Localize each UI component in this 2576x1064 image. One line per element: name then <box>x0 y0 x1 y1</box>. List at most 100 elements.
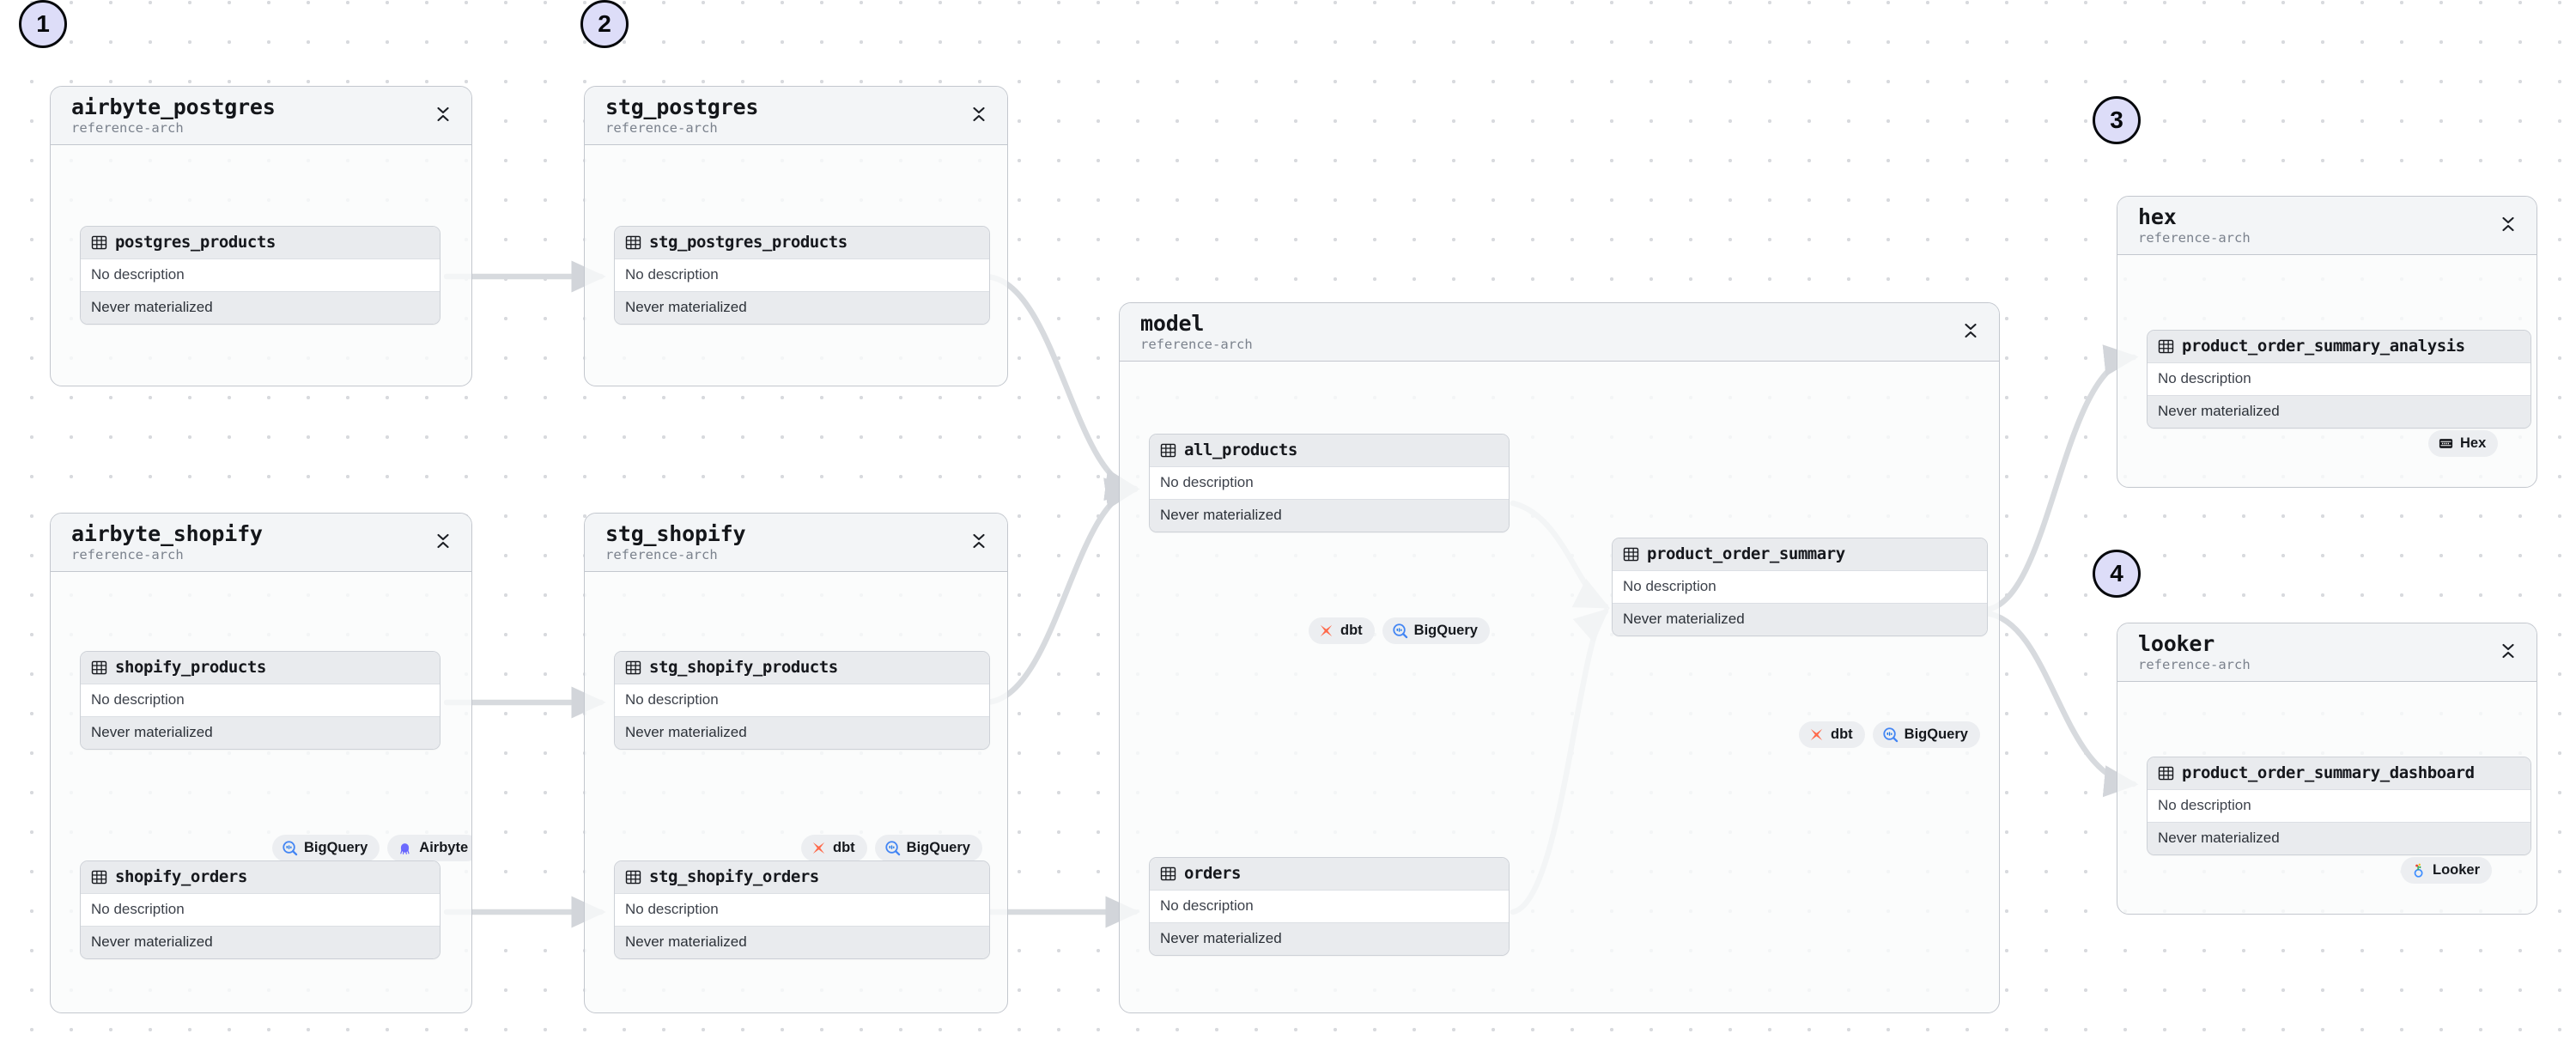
badge-label: BigQuery <box>1413 623 1478 638</box>
integration-badges-product_order_summary_analysis: Hex <box>2428 430 2499 457</box>
asset-header: shopify_products <box>81 652 440 684</box>
group-title: airbyte_shopify <box>71 521 263 546</box>
table-grid-icon <box>625 660 641 676</box>
asset-header: postgres_products <box>81 227 440 259</box>
badge-bigquery[interactable]: BigQuery <box>1382 617 1490 644</box>
badge-label: dbt <box>1831 727 1853 742</box>
collapse-chevrons-icon[interactable] <box>434 103 453 125</box>
table-grid-icon <box>91 234 107 251</box>
dbt-icon <box>1318 623 1334 639</box>
badge-looker[interactable]: Looker <box>2401 857 2493 884</box>
badge-label: Hex <box>2460 435 2487 451</box>
asset-name: product_order_summary_analysis <box>2182 337 2465 356</box>
asset-description: No description <box>615 894 989 926</box>
badge-dbt[interactable]: dbt <box>1799 721 1865 748</box>
asset-header: stg_shopify_products <box>615 652 989 684</box>
asset-header: orders <box>1150 858 1509 891</box>
asset-description: No description <box>81 894 440 926</box>
group-subtitle: reference-arch <box>605 547 718 563</box>
table-grid-icon <box>2158 338 2174 355</box>
asset-description: No description <box>1150 467 1509 499</box>
group-title: stg_postgres <box>605 94 759 119</box>
bigquery-icon <box>884 840 901 856</box>
asset-materialization-status: Never materialized <box>81 291 440 324</box>
group-subtitle: reference-arch <box>2138 657 2251 673</box>
group-title: hex <box>2138 204 2177 229</box>
collapse-chevrons-icon[interactable] <box>2499 640 2518 662</box>
asset-materialization-status: Never materialized <box>2148 822 2530 854</box>
badge-dbt[interactable]: dbt <box>1309 617 1375 644</box>
badge-label: BigQuery <box>304 840 368 855</box>
group-subtitle: reference-arch <box>71 547 184 563</box>
collapse-chevrons-icon[interactable] <box>969 530 988 552</box>
badge-airbyte[interactable]: Airbyte <box>387 835 471 861</box>
integration-badges-product_order_summary_dashboard: Looker <box>2401 857 2493 884</box>
badge-bigquery[interactable]: BigQuery <box>1872 721 1980 748</box>
collapse-chevrons-icon[interactable] <box>969 103 988 125</box>
asset-name: shopify_orders <box>115 867 247 886</box>
asset-header: product_order_summary <box>1613 538 1987 571</box>
badge-hex[interactable]: Hex <box>2428 430 2499 457</box>
asset-name: product_order_summary_dashboard <box>2182 763 2475 782</box>
step-marker-3: 3 <box>2093 96 2141 144</box>
table-grid-icon <box>625 869 641 885</box>
asset-description: No description <box>1150 891 1509 922</box>
group-subtitle: reference-arch <box>605 120 718 137</box>
asset-name: postgres_products <box>115 233 276 252</box>
integration-badges-stg_shopify_products: dbt BigQuery <box>801 835 982 861</box>
asset-description: No description <box>81 259 440 291</box>
table-grid-icon <box>2158 765 2174 781</box>
badge-label: dbt <box>1340 623 1363 638</box>
integration-badges-all_products: dbt BigQuery <box>1309 617 1490 644</box>
hex-icon <box>2438 435 2454 452</box>
group-subtitle: reference-arch <box>71 120 184 137</box>
step-marker-2: 2 <box>580 0 629 48</box>
table-grid-icon <box>625 234 641 251</box>
asset-header: product_order_summary_analysis <box>2148 331 2530 363</box>
asset-materialization-status: Never materialized <box>615 926 989 958</box>
table-grid-icon <box>1160 866 1176 882</box>
collapse-chevrons-icon[interactable] <box>434 530 453 552</box>
badge-bigquery[interactable]: BigQuery <box>874 835 982 861</box>
asset-name: stg_shopify_orders <box>649 867 819 886</box>
badge-label: dbt <box>833 840 855 855</box>
asset-name: stg_postgres_products <box>649 233 848 252</box>
badge-label: BigQuery <box>906 840 970 855</box>
asset-name: product_order_summary <box>1647 544 1845 563</box>
badge-bigquery[interactable]: BigQuery <box>272 835 380 861</box>
badge-dbt[interactable]: dbt <box>801 835 867 861</box>
group-subtitle: reference-arch <box>2138 230 2251 246</box>
collapse-chevrons-icon[interactable] <box>2499 213 2518 235</box>
edge-product_order_summary-to-product_order_summary_dashboard <box>1983 610 2139 798</box>
group-title: airbyte_postgres <box>71 94 276 119</box>
collapse-chevrons-icon[interactable] <box>1961 319 1980 342</box>
